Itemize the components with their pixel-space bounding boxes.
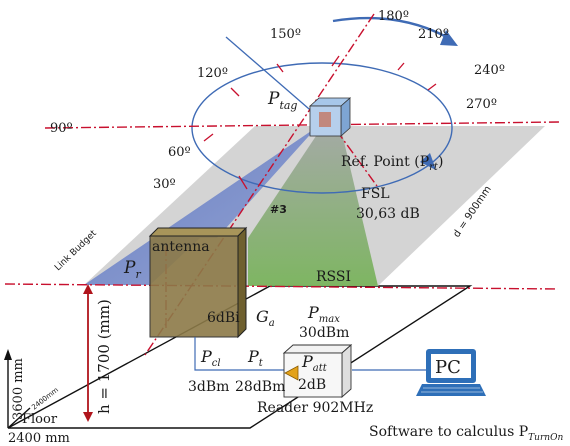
pc-icon: [416, 349, 486, 396]
p-cl-label: Pcl: [200, 347, 221, 369]
p-max-label: Pmax: [307, 303, 340, 325]
room-height-label: 3600 mm: [11, 358, 26, 420]
rotation-arc: [191, 62, 453, 194]
angle-210: 210º: [418, 27, 449, 42]
angle-150: 150º: [270, 27, 301, 42]
antenna-label: antenna: [152, 239, 210, 255]
cable-lines: [194, 337, 430, 371]
height-arrow: [83, 284, 93, 422]
attenuator-icon: [284, 365, 299, 381]
rotation-top-arrow-head: [440, 30, 458, 46]
angle-90: 90º: [50, 121, 73, 136]
fsl-label: FSL: [361, 186, 390, 202]
angle-240: 240º: [474, 63, 505, 78]
tag-cube: [308, 97, 352, 137]
p-cl-value: 3dBm: [188, 379, 229, 395]
antenna-box: [148, 226, 248, 339]
p-t-label: Pt: [247, 347, 264, 369]
g-a-label: Ga: [256, 307, 275, 329]
tag-marker: #3: [270, 203, 287, 216]
p-att-label: Patt: [301, 352, 328, 374]
reader-box: [282, 343, 353, 399]
angle-60: 60º: [168, 145, 191, 160]
p-tag-label: Ptag: [267, 89, 297, 112]
rssi-beam: [248, 133, 378, 286]
angle-270: 270º: [466, 97, 497, 112]
pc-label: PC: [435, 357, 461, 378]
gain-value: 6dBi: [207, 310, 240, 326]
p-r-label: Pr: [123, 258, 141, 281]
p-att-value: 2dB: [298, 377, 326, 393]
rotation-top-arrow: [332, 16, 453, 42]
software-label: Software to calculus PTurnOn: [369, 424, 563, 443]
room-width-label: 2400 mm: [8, 431, 70, 446]
rssi-label: RSSI: [316, 269, 351, 285]
reader-label: Reader 902MHz: [257, 400, 373, 416]
height-label: h = 1700 (mm): [95, 299, 113, 414]
link-budget-beam: [84, 127, 317, 285]
room-dimension-arrows: [4, 349, 31, 429]
fsl-value: 30,63 dB: [356, 206, 420, 222]
link-budget-label: Link Budget: [53, 228, 99, 273]
angle-180: 180º: [378, 9, 409, 24]
rotation-arrow-head: [420, 153, 436, 170]
ref-point-label: Ref. Point (Prt): [341, 154, 443, 173]
angle-120: 120º: [197, 66, 228, 81]
floor-label: Floor: [22, 412, 58, 427]
tag-orientation-line: [225, 36, 317, 116]
p-t-value: 28dBm: [235, 379, 285, 395]
angle-ticks: [203, 55, 437, 190]
p-max-value: 30dBm: [299, 325, 349, 341]
angle-30: 30º: [153, 177, 176, 192]
